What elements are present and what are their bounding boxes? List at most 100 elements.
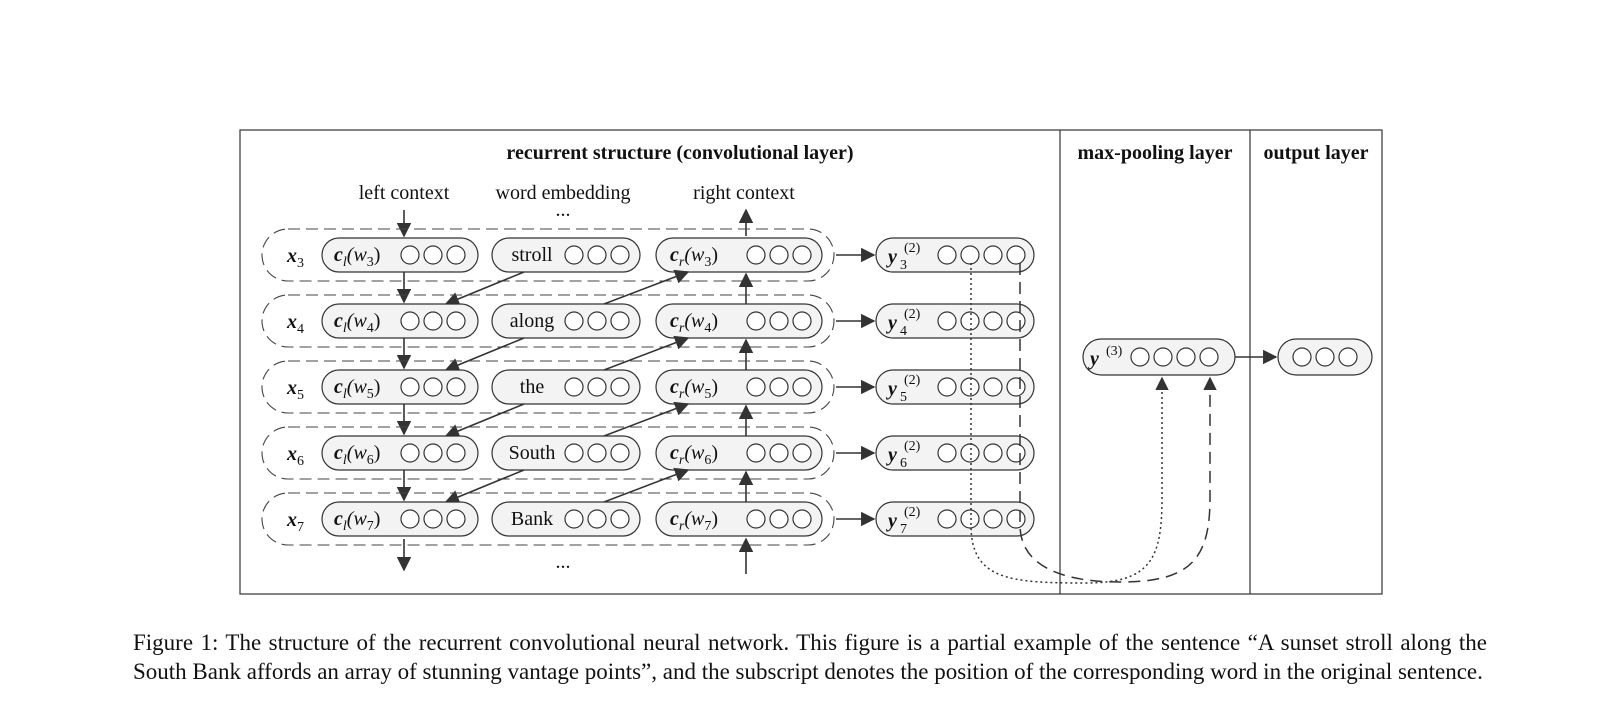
x-label: x7 (286, 509, 304, 535)
y2-neuron (983, 443, 1003, 463)
right-context-neuron (769, 509, 789, 529)
right-context-neuron (769, 443, 789, 463)
left-context-neuron (446, 509, 466, 529)
word-neuron (610, 311, 630, 331)
rcnn-figure: recurrent structure (convolutional layer… (239, 129, 1383, 595)
word-neuron (610, 245, 630, 265)
word-to-right-context-arrow (603, 335, 690, 371)
y2-neuron (937, 509, 957, 529)
y3-neuron (1130, 347, 1150, 367)
y2-neuron (983, 509, 1003, 529)
y2-subscript: 7 (900, 522, 907, 537)
y2-neuron (1006, 509, 1026, 529)
figure-frame (239, 129, 1383, 595)
y2-superscript: (2) (904, 505, 921, 520)
left-context-neuron (400, 509, 420, 529)
word-to-right-context-arrow (603, 269, 690, 305)
y2-neuron (1006, 377, 1026, 397)
left-context-label-text: cl(w4) (334, 310, 380, 336)
y2-subscript: 5 (900, 390, 907, 405)
left-context-neuron (446, 245, 466, 265)
y2-neuron (1006, 311, 1026, 331)
word-neuron (610, 509, 630, 529)
left-context-vector (321, 501, 479, 537)
word-neuron (610, 443, 630, 463)
word-neuron (587, 443, 607, 463)
maxpool-header: max-pooling layer (1078, 142, 1233, 164)
output-neuron (1315, 347, 1335, 367)
right-context-neuron (792, 311, 812, 331)
y2-symbol: y (886, 246, 897, 268)
left-context-vector (321, 237, 479, 273)
y2-neuron (937, 245, 957, 265)
word-neuron (564, 509, 584, 529)
y2-neuron (960, 509, 980, 529)
word-text: South (509, 442, 556, 464)
left-context-neuron (446, 377, 466, 397)
ellipsis-bottom: ... (556, 551, 571, 573)
left-context-vector (321, 303, 479, 339)
y2-neuron (960, 377, 980, 397)
x-label: x3 (286, 245, 304, 271)
right-context-label-text: cr(w7) (670, 508, 718, 534)
word-text: the (520, 376, 545, 398)
word-neuron (587, 377, 607, 397)
y2-subscript: 3 (900, 258, 907, 273)
max-pool-dotted-line (970, 263, 1169, 584)
left-context-vector (321, 435, 479, 471)
right-context-neuron (746, 377, 766, 397)
y2-neuron (937, 377, 957, 397)
left-context-neuron (400, 311, 420, 331)
left-context-neuron (446, 311, 466, 331)
y3-superscript: (3) (1106, 344, 1123, 359)
right-context-label-text: cr(w5) (670, 376, 718, 402)
right-context-label-text: cr(w4) (670, 310, 718, 336)
word-text: Bank (511, 508, 553, 530)
word-neuron (587, 245, 607, 265)
word-to-right-context-arrow (603, 467, 690, 503)
y2-neuron (1006, 245, 1026, 265)
row-group-box (261, 492, 835, 546)
word-neuron (564, 311, 584, 331)
y3-neuron (1199, 347, 1219, 367)
y3-symbol: y (1088, 348, 1099, 370)
word-neuron (587, 509, 607, 529)
left-context-neuron (423, 509, 443, 529)
y2-symbol: y (886, 444, 897, 466)
y3-neuron (1153, 347, 1173, 367)
left-context-label-text: cl(w5) (334, 376, 380, 402)
right-context-neuron (746, 509, 766, 529)
right-context-neuron (746, 443, 766, 463)
word-to-left-context-arrow (444, 271, 525, 306)
left-context-neuron (400, 377, 420, 397)
word-to-right-context-arrow (603, 401, 690, 437)
right-context-label-text: cr(w3) (670, 244, 718, 270)
y2-superscript: (2) (904, 439, 921, 454)
left-context-neuron (446, 443, 466, 463)
word-neuron (564, 245, 584, 265)
row-group-box (261, 360, 835, 414)
right-context-neuron (769, 245, 789, 265)
row-group-box (261, 426, 835, 480)
right-context-neuron (792, 245, 812, 265)
output-vector (1277, 338, 1373, 376)
x-label: x6 (286, 443, 304, 469)
y2-neuron (960, 245, 980, 265)
y2-neuron (937, 443, 957, 463)
word-to-left-context-arrow (444, 469, 525, 504)
y2-symbol: y (886, 510, 897, 532)
y2-symbol: y (886, 378, 897, 400)
right-context-neuron (746, 311, 766, 331)
y2-superscript: (2) (904, 241, 921, 256)
word-to-left-context-arrow (444, 403, 525, 438)
y3-neuron (1176, 347, 1196, 367)
output-neuron (1292, 347, 1312, 367)
left-context-neuron (423, 245, 443, 265)
row-group-box (261, 228, 835, 282)
left-context-neuron (423, 377, 443, 397)
y2-neuron (960, 443, 980, 463)
word-text: along (510, 310, 554, 332)
y2-neuron (983, 377, 1003, 397)
row-group-box (261, 294, 835, 348)
